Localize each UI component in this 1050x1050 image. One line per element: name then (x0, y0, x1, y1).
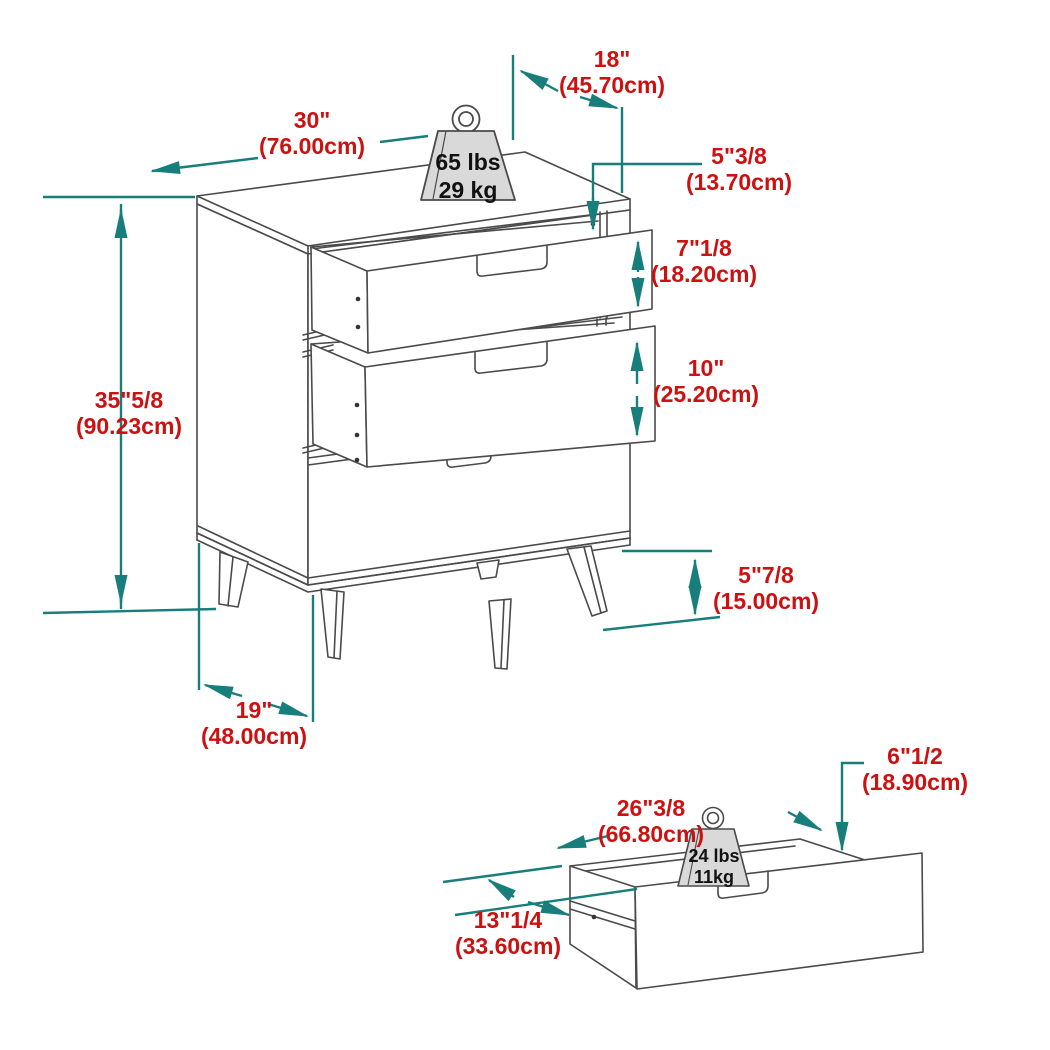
open-drawer-top (310, 220, 653, 354)
label-top-drawer-front: 7"1/8 (18.20cm) (651, 235, 757, 287)
label-base-depth: 19" (48.00cm) (201, 697, 307, 749)
weight-capacity-main-lbs: 65 lbs (435, 149, 501, 175)
dim-leg-height (602, 549, 721, 632)
label-top-drawer-front-inches: 7"1/8 (676, 235, 732, 261)
label-drawer-depth-inches: 13"1/4 (473, 907, 543, 933)
label-base-depth-inches: 19" (235, 697, 273, 723)
label-mid-drawer-front-inches: 10" (687, 355, 725, 381)
drawer-handle-cutout (717, 870, 769, 899)
weight-capacity-main-kg: 29 kg (438, 177, 498, 203)
label-top-width: 30" (76.00cm) (259, 107, 365, 159)
drawer-handle-cutout (474, 341, 548, 374)
label-drawer-height-inches: 6"1/2 (887, 743, 943, 769)
label-drawer-width: 26"3/8 (66.80cm) (598, 795, 704, 847)
drawer-front-panel (634, 852, 924, 990)
dim-top-width (150, 134, 429, 175)
label-drawer-height: 6"1/2 (18.90cm) (862, 743, 968, 795)
label-top-drawer-front-cm: (18.20cm) (650, 261, 758, 287)
label-drawer-height-cm: (18.90cm) (861, 769, 969, 795)
label-leg-height-cm: (15.00cm) (712, 588, 820, 614)
label-overall-height: 35"5/8 (90.23cm) (76, 387, 182, 439)
dim-base-depth (197, 543, 315, 722)
weight-capacity-drawer-lbs: 24 lbs (688, 846, 740, 866)
label-overall-height-cm: (90.23cm) (75, 413, 183, 439)
dim-top-gap (586, 162, 702, 231)
label-drawer-depth-cm: (33.60cm) (454, 933, 562, 959)
center-support-bracket (476, 559, 500, 580)
dresser-left-panel (196, 203, 309, 586)
label-top-gap: 5"3/8 (13.70cm) (686, 143, 792, 195)
dresser-legs (218, 545, 608, 670)
dimension-lines (42, 55, 864, 917)
label-drawer-width-cm: (66.80cm) (597, 821, 705, 847)
weight-capacity-drawer: 24 lbs 11kg (688, 846, 739, 888)
closed-drawer-handle-cutout (446, 440, 492, 468)
label-drawer-depth: 13"1/4 (33.60cm) (455, 907, 561, 959)
weight-capacity-main: 65 lbs 29 kg (435, 148, 500, 204)
dim-top-depth (511, 55, 624, 193)
dresser-drawing (196, 151, 656, 670)
label-top-width-inches: 30" (293, 107, 331, 133)
weight-capacity-drawer-kg: 11kg (693, 867, 735, 887)
drawer-handle-cutout (476, 245, 548, 277)
dim-drawer-height (835, 761, 864, 852)
dim-overall-height (42, 195, 217, 615)
label-top-depth-inches: 18" (593, 46, 631, 72)
label-drawer-width-inches: 26"3/8 (616, 795, 686, 821)
label-top-gap-cm: (13.70cm) (685, 169, 793, 195)
label-leg-height-inches: 5"7/8 (738, 562, 794, 588)
open-drawer-middle (310, 322, 656, 468)
label-mid-drawer-front-cm: (25.20cm) (652, 381, 760, 407)
weight-icon-drawer (677, 806, 750, 887)
label-top-gap-inches: 5"3/8 (711, 143, 767, 169)
drawer-unit-drawing (569, 838, 924, 990)
label-base-depth-cm: (48.00cm) (200, 723, 308, 749)
dim-drawer-depth (442, 864, 638, 917)
weight-icon-main (420, 104, 516, 201)
label-top-width-cm: (76.00cm) (258, 133, 366, 159)
label-overall-height-inches: 35"5/8 (94, 387, 164, 413)
label-leg-height: 5"7/8 (15.00cm) (713, 562, 819, 614)
dim-drawer-width (556, 810, 823, 850)
label-top-depth-cm: (45.70cm) (558, 72, 666, 98)
label-mid-drawer-front: 10" (25.20cm) (653, 355, 759, 407)
label-top-depth: 18" (45.70cm) (559, 46, 665, 98)
